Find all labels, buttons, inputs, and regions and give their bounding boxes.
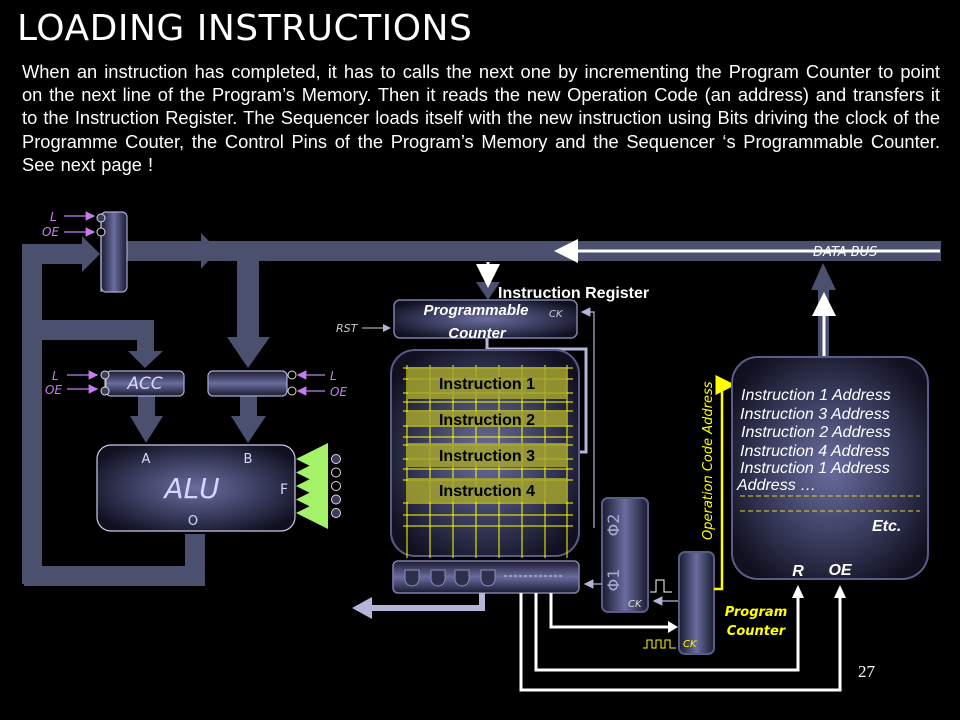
b-register[interactable] bbox=[207, 370, 288, 397]
slide-title: LOADING INSTRUCTIONS bbox=[17, 8, 473, 49]
opcode-address-line bbox=[714, 375, 736, 591]
memory-line: Instruction 1 Address bbox=[741, 387, 891, 404]
instruction-register-label: Instruction Register bbox=[498, 285, 649, 302]
svg-text:OE: OE bbox=[330, 385, 347, 399]
alu-function-pins bbox=[296, 443, 341, 529]
memory-line: Instruction 2 Address bbox=[741, 424, 891, 441]
sequencer-row bbox=[408, 367, 567, 399]
svg-text:L: L bbox=[50, 210, 57, 224]
sequencer-row-label: Instruction 1 bbox=[439, 376, 535, 393]
sequencer-output-arrow bbox=[352, 593, 485, 619]
programmable-counter[interactable]: Programmable Counter CK bbox=[393, 299, 578, 342]
sequencer-row-label: Instruction 4 bbox=[439, 483, 535, 500]
sequencer-rows: Instruction 1 Instruction 2 Instruction 3 I… bbox=[408, 367, 567, 502]
counter-to-sequencer-line bbox=[485, 338, 588, 454]
memory-etc: Etc. bbox=[872, 518, 901, 535]
intro-paragraph: When an instruction has completed, it ha… bbox=[22, 61, 940, 175]
alu-function-pin[interactable] bbox=[331, 508, 341, 518]
memory-pin-oe: OE bbox=[828, 562, 852, 579]
phi1-label: Φ1 bbox=[604, 569, 623, 592]
program-counter[interactable]: CK bbox=[678, 551, 715, 655]
alu-output-label: O bbox=[188, 514, 198, 529]
memory-line: Instruction 3 Address bbox=[740, 406, 890, 423]
phase-clock-ck: CK bbox=[628, 599, 643, 610]
svg-text:OE: OE bbox=[45, 383, 62, 397]
memory-line: Address … bbox=[736, 477, 816, 494]
acc-pins: L OE bbox=[45, 369, 110, 397]
svg-text:OE: OE bbox=[42, 225, 59, 239]
svg-text:L: L bbox=[52, 369, 59, 383]
programmable-counter-ck: CK bbox=[549, 309, 564, 320]
alu-label: ALU bbox=[162, 472, 219, 505]
program-memory[interactable] bbox=[731, 356, 929, 580]
phi2-label: Φ2 bbox=[604, 514, 623, 537]
sequencer-output-bits[interactable] bbox=[392, 560, 580, 594]
data-bus bbox=[22, 233, 941, 586]
top-register[interactable] bbox=[100, 211, 128, 293]
sequencer-row bbox=[408, 478, 567, 502]
phase-clock[interactable]: Φ2 Φ1 CK bbox=[601, 497, 649, 613]
alu-function-pin[interactable] bbox=[331, 454, 341, 464]
alu-input-b: B bbox=[244, 452, 253, 467]
memory-line: Instruction 1 Address bbox=[740, 460, 890, 477]
program-counter-ck: CK bbox=[683, 639, 698, 650]
opcode-address-label: Operation Code Address bbox=[701, 381, 716, 540]
acc-register[interactable]: ACC bbox=[105, 370, 185, 397]
alu[interactable]: A B ALU F O bbox=[96, 444, 296, 532]
control-wires bbox=[519, 593, 842, 692]
sequencer-row bbox=[408, 443, 567, 467]
alu-function-pin[interactable] bbox=[331, 467, 341, 478]
acc-label: ACC bbox=[126, 374, 162, 394]
memory-line: Instruction 4 Address bbox=[740, 443, 890, 460]
phi2-to-counter-line bbox=[580, 307, 595, 528]
control-wire-arrowheads bbox=[668, 585, 846, 633]
programmable-counter-line1: Programmable bbox=[423, 302, 528, 319]
programmable-counter-line2: Counter bbox=[448, 325, 507, 342]
sequencer-row-label: Instruction 2 bbox=[439, 412, 535, 429]
top-register-pins: L OE bbox=[42, 210, 106, 292]
memory-pin-r: R bbox=[792, 563, 804, 580]
program-counter-line1: Program bbox=[725, 605, 788, 620]
page-number: 27 bbox=[858, 662, 875, 681]
single-pulse-icon bbox=[650, 579, 672, 593]
sequencer-row-label: Instruction 3 bbox=[439, 448, 535, 465]
svg-text:L: L bbox=[330, 369, 337, 383]
alu-function-pin[interactable] bbox=[331, 494, 341, 505]
rst-label: RST bbox=[336, 322, 359, 335]
alu-function-label: F bbox=[280, 482, 288, 498]
alu-function-pin[interactable] bbox=[331, 481, 341, 491]
sequencer-row bbox=[408, 411, 567, 427]
b-register-pins: L OE bbox=[287, 369, 347, 399]
program-counter-line2: Counter bbox=[727, 624, 787, 639]
clock-pulse-train-icon bbox=[643, 639, 676, 649]
alu-input-a: A bbox=[142, 452, 151, 467]
